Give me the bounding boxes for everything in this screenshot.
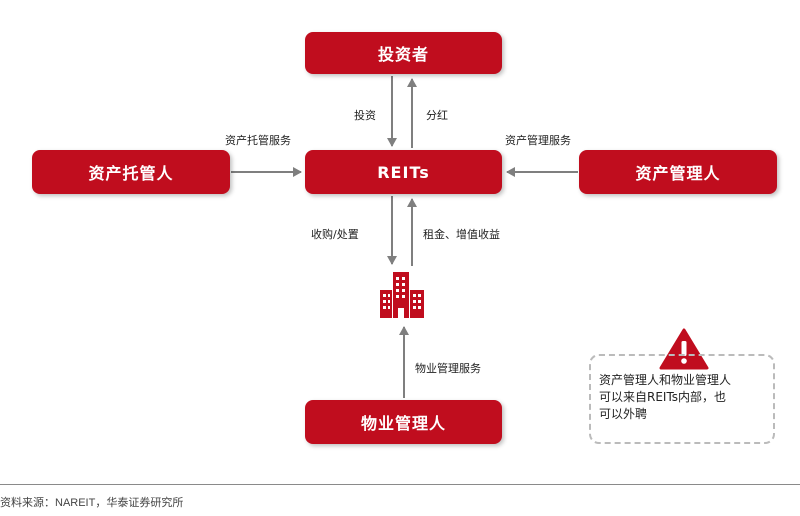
reits-node: REITs (305, 150, 502, 194)
custodian-label: 资产托管人 (88, 164, 174, 183)
property-manager-node: 物业管理人 (305, 400, 502, 444)
reits-label: REITs (377, 162, 430, 182)
note-text: 资产管理人和物业管理人 可以来自REITs内部，也 可以外聘 (599, 373, 732, 421)
warning-icon (659, 328, 709, 370)
edge-label-invest: 投资 (354, 109, 376, 122)
source-note: 资料来源：NAREIT，华泰证券研究所 (0, 497, 184, 509)
edge-label-acquire-dispose: 收购/处置 (311, 228, 359, 241)
edge-label-custody-service: 资产托管服务 (225, 134, 291, 147)
note-box: 资产管理人和物业管理人 可以来自REITs内部，也 可以外聘 (589, 354, 775, 444)
property-manager-label: 物业管理人 (360, 414, 446, 433)
footer-divider (0, 484, 800, 485)
investor-node: 投资者 (305, 32, 502, 74)
building-icon (380, 272, 424, 318)
edge-label-property-mgmt-service: 物业管理服务 (415, 362, 481, 375)
edge-label-rent-income: 租金、增值收益 (423, 228, 500, 241)
edge-label-dividend: 分红 (426, 109, 448, 122)
edge-label-asset-mgmt-service: 资产管理服务 (505, 134, 571, 147)
custodian-node: 资产托管人 (32, 150, 230, 194)
investor-label: 投资者 (377, 45, 429, 64)
asset-manager-node: 资产管理人 (579, 150, 777, 194)
asset-manager-label: 资产管理人 (635, 164, 721, 183)
